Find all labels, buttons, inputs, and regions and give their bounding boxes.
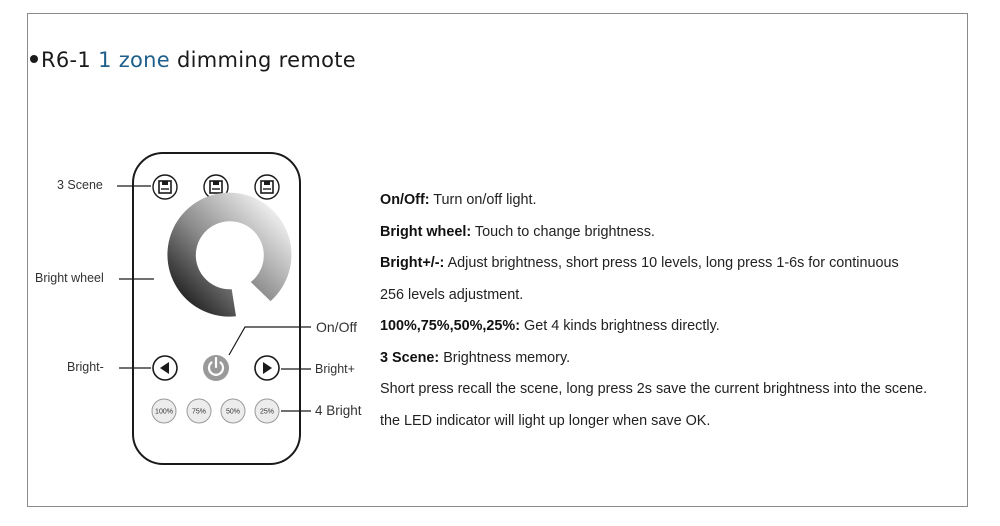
preset-label: 100%: [155, 409, 173, 416]
desc-line: Short press recall the scene, long press…: [380, 381, 975, 413]
arrow-left-icon: [160, 362, 169, 374]
label-bright-minus: Bright-: [67, 360, 104, 374]
desc-text: Short press recall the scene, long press…: [380, 381, 928, 397]
on-off-callout-line: [228, 326, 311, 356]
save-icon: [158, 180, 172, 194]
desc-line: Bright wheel: Touch to change brightness…: [380, 224, 975, 256]
label-bright-plus: Bright+: [315, 362, 355, 376]
power-button[interactable]: [203, 355, 229, 381]
label-bright-wheel: Bright wheel: [35, 271, 104, 285]
preset-label: 50%: [226, 409, 240, 416]
bright-plus-button[interactable]: [254, 355, 280, 381]
bright-minus-button[interactable]: [152, 355, 178, 381]
desc-text: the LED indicator will light up longer w…: [380, 412, 711, 429]
arrow-right-icon: [263, 362, 272, 374]
desc-key: On/Off:: [380, 192, 430, 208]
preset-button-25[interactable]: 25%: [254, 398, 280, 424]
page-title: R6-1 1 zone dimming remote: [30, 48, 356, 72]
power-icon: [207, 356, 225, 376]
desc-text: Touch to change brightness.: [471, 223, 655, 240]
preset-label: 75%: [192, 409, 206, 416]
preset-button-100[interactable]: 100%: [151, 398, 177, 424]
desc-text: Turn on/off light.: [429, 192, 537, 208]
scene-button-2[interactable]: [203, 174, 229, 200]
desc-text: Get 4 kinds brightness directly.: [520, 318, 720, 334]
desc-key: Bright wheel:: [380, 223, 472, 240]
figure-frame: [27, 13, 968, 507]
desc-key: 100%,75%,50%,25%:: [380, 318, 520, 334]
title-zone: 1 zone: [98, 48, 171, 72]
bright-wheel[interactable]: [167, 192, 292, 317]
desc-key: Bright+/-:: [380, 255, 445, 271]
desc-text: 256 levels adjustment.: [380, 286, 524, 303]
desc-text: Adjust brightness, short press 10 levels…: [444, 255, 899, 271]
desc-line: On/Off: Turn on/off light.: [380, 192, 975, 224]
description-block: On/Off: Turn on/off light. Bright wheel:…: [380, 192, 975, 444]
title-rest: dimming remote: [177, 48, 356, 72]
preset-button-50[interactable]: 50%: [220, 398, 246, 424]
desc-line: the LED indicator will light up longer w…: [380, 413, 975, 445]
desc-line: Bright+/-: Adjust brightness, short pres…: [380, 255, 975, 287]
label-on-off: On/Off: [316, 319, 357, 335]
desc-key: 3 Scene:: [380, 349, 440, 366]
label-4-bright: 4 Bright: [315, 403, 362, 418]
save-icon: [260, 180, 274, 194]
scene-button-1[interactable]: [152, 174, 178, 200]
desc-text: Brightness memory.: [439, 349, 571, 366]
desc-line: 256 levels adjustment.: [380, 287, 975, 319]
desc-line: 3 Scene: Brightness memory.: [380, 350, 975, 382]
bullet-icon: [30, 55, 38, 63]
preset-label: 25%: [260, 409, 274, 416]
scene-button-3[interactable]: [254, 174, 280, 200]
title-model: R6-1: [41, 48, 92, 72]
preset-button-75[interactable]: 75%: [186, 398, 212, 424]
desc-line: 100%,75%,50%,25%: Get 4 kinds brightness…: [380, 318, 975, 350]
label-3-scene: 3 Scene: [57, 178, 103, 192]
save-icon: [209, 180, 223, 194]
